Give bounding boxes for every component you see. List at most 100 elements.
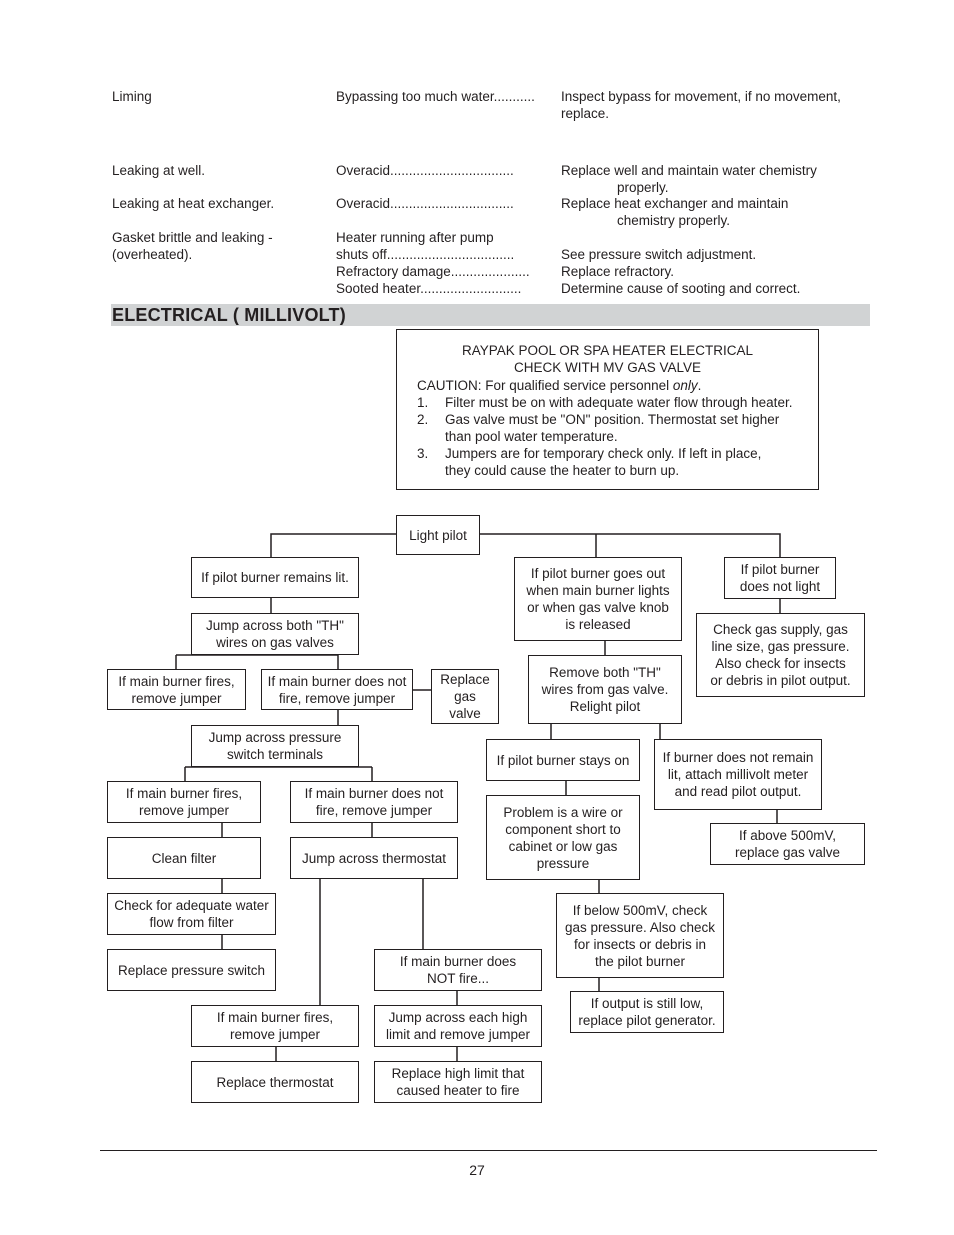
box-pilot-goes-out: If pilot burner goes out when main burner… (514, 557, 682, 641)
box-line: If below 500mV, check (572, 902, 708, 918)
caution-item-text: Gas valve must be "ON" position. Thermos… (445, 412, 780, 427)
box-text: Check gas supply, gas line size, gas pres… (710, 621, 850, 689)
box-line: caused heater to fire (396, 1083, 520, 1098)
box-text: If pilot burner goes out when main burner… (526, 565, 669, 633)
caution-text: CAUTION: For qualified service personnel (417, 378, 673, 393)
section-header-bar: ELECTRICAL ( MILLIVOLT) (111, 304, 870, 326)
box-replace-pressure-switch: Replace pressure switch (107, 949, 276, 991)
box-pilot-stays-on: If pilot burner stays on (486, 739, 640, 781)
box-text: If output is still low,replace pilot gen… (578, 995, 715, 1029)
box-line: component short to (505, 821, 621, 837)
cause-line: Heater running after pump (336, 230, 494, 245)
symptom-line: (overheated). (112, 247, 193, 262)
caution-title-line: CHECK WITH MV GAS VALVE (513, 360, 702, 375)
box-line: fire, remove jumper (315, 803, 433, 818)
box-text: Jump across both "TH"wires on gas valves (206, 617, 344, 651)
remedy-line: Replace heat exchanger and maintain (561, 196, 789, 211)
box-text: If above 500mV,replace gas valve (735, 827, 840, 861)
box-line: Jump across thermostat (301, 850, 447, 866)
box-line: limit and remove jumper (385, 1027, 531, 1042)
box-line: Check gas supply, gas (713, 622, 848, 637)
remedy-line: chemistry properly. (617, 213, 731, 228)
box-remove-th-wires: Remove both "TH"wires from gas valve.Rel… (528, 655, 682, 724)
box-text: If pilot burner does not light (740, 561, 820, 595)
box-line: lit, attach millivolt meter (667, 767, 809, 782)
box-line: If main burner fires, (125, 786, 243, 801)
box-pilot-remains-lit: If pilot burner remains lit. (191, 557, 359, 598)
box-line: and read pilot output. (674, 784, 802, 799)
box-line: If pilot burner goes out (530, 566, 666, 581)
caution-item-text: than pool water temperature. (445, 429, 618, 444)
box-line: If pilot burner remains lit. (201, 570, 349, 585)
remedy-leaking-exchanger: Replace heat exchanger and maintain chem… (561, 195, 788, 229)
box-line: If pilot burner stays on (496, 752, 630, 768)
box-text: Light pilot (409, 527, 467, 544)
box-line: switch terminals (226, 747, 324, 762)
box-line: If main burner fires, (118, 673, 235, 689)
cause-line: Refractory damage..................... (336, 264, 530, 279)
caution-line: CAUTION: For qualified service personnel… (417, 377, 818, 394)
remedy-leaking-well: Replace well and maintain water chemistr… (561, 162, 817, 196)
page-number: 27 (469, 1162, 485, 1178)
box-replace-gas-valve: Replace gas valve (431, 669, 499, 724)
remedy-gasket: See pressure switch adjustment. Replace … (561, 246, 800, 297)
box-line: Replace pressure switch (117, 962, 266, 978)
box-line: Jump across pressure (208, 730, 342, 745)
box-line: for insects or debris in (573, 936, 707, 952)
caution-item-number: 1. (417, 395, 429, 410)
box-light-pilot: Light pilot (396, 515, 480, 555)
box-jump-th: Jump across both "TH"wires on gas valves (191, 613, 359, 655)
caution-title-line: RAYPAK POOL OR SPA HEATER ELECTRICAL (461, 343, 754, 358)
cause-leaking-well: Overacid................................… (336, 163, 514, 178)
box-check-gas-supply: Check gas supply, gas line size, gas pres… (696, 613, 865, 697)
box-line: If pilot burner (740, 562, 820, 577)
box-text: If main burner fires,remove jumper (118, 673, 234, 707)
box-line: does not light (739, 579, 821, 594)
box-line: the pilot burner (594, 953, 686, 969)
box-text: Remove both "TH"wires from gas valve.Rel… (542, 664, 669, 715)
box-text: Replace thermostat (216, 1074, 333, 1091)
symptom-leaking-exchanger: Leaking at heat exchanger. (112, 196, 275, 211)
caution-emphasis: only (672, 378, 698, 393)
symptom-leaking-well: Leaking at well. (112, 163, 206, 178)
connector (270, 533, 396, 558)
box-line: gas pressure. Also check (564, 919, 716, 935)
box-jump-thermostat: Jump across thermostat (290, 837, 458, 879)
box-line: Relight pilot (569, 699, 641, 714)
cause-leaking-exchanger: Overacid................................… (336, 196, 514, 211)
caution-item: 3.Jumpers are for temporary check only. … (397, 445, 818, 479)
box-line: Replace thermostat (216, 1074, 334, 1090)
box-line: Problem is a wire or (503, 804, 623, 820)
box-line: Replace (440, 672, 490, 687)
box-line: fire, remove jumper (278, 690, 396, 706)
symptom-line: Gasket brittle and leaking - (112, 230, 273, 245)
box-text: If pilot burner stays on (497, 752, 630, 769)
box-line: Check for adequate water (114, 898, 269, 913)
box-line: Clean filter (151, 850, 217, 866)
box-text: If pilot burner remains lit. (201, 569, 349, 586)
box-pilot-does-not-light: If pilot burner does not light (724, 557, 836, 599)
caution-box: RAYPAK POOL OR SPA HEATER ELECTRICAL CHE… (396, 329, 819, 490)
box-line: or debris in pilot output. (710, 673, 851, 688)
remedy-line: replace. (561, 106, 610, 121)
box-line: If main burner does not (304, 786, 444, 801)
box-above-500mv: If above 500mV,replace gas valve (710, 823, 865, 865)
box-line: when main burner lights (526, 583, 670, 598)
box-line: pressure (536, 855, 590, 871)
box-text: If main burner does not fire, remove jump… (305, 785, 444, 819)
caution-item: 2.Gas valve must be "ON" position. Therm… (397, 411, 818, 445)
box-line: valve (449, 706, 481, 721)
box-text: Jump across thermostat (302, 850, 446, 867)
box-fires-3: If main burner fires,remove jumper (191, 1005, 359, 1047)
box-line: line size, gas pressure. (711, 639, 850, 654)
box-line: gas (454, 689, 476, 704)
box-line: replace pilot generator. (578, 1013, 716, 1028)
